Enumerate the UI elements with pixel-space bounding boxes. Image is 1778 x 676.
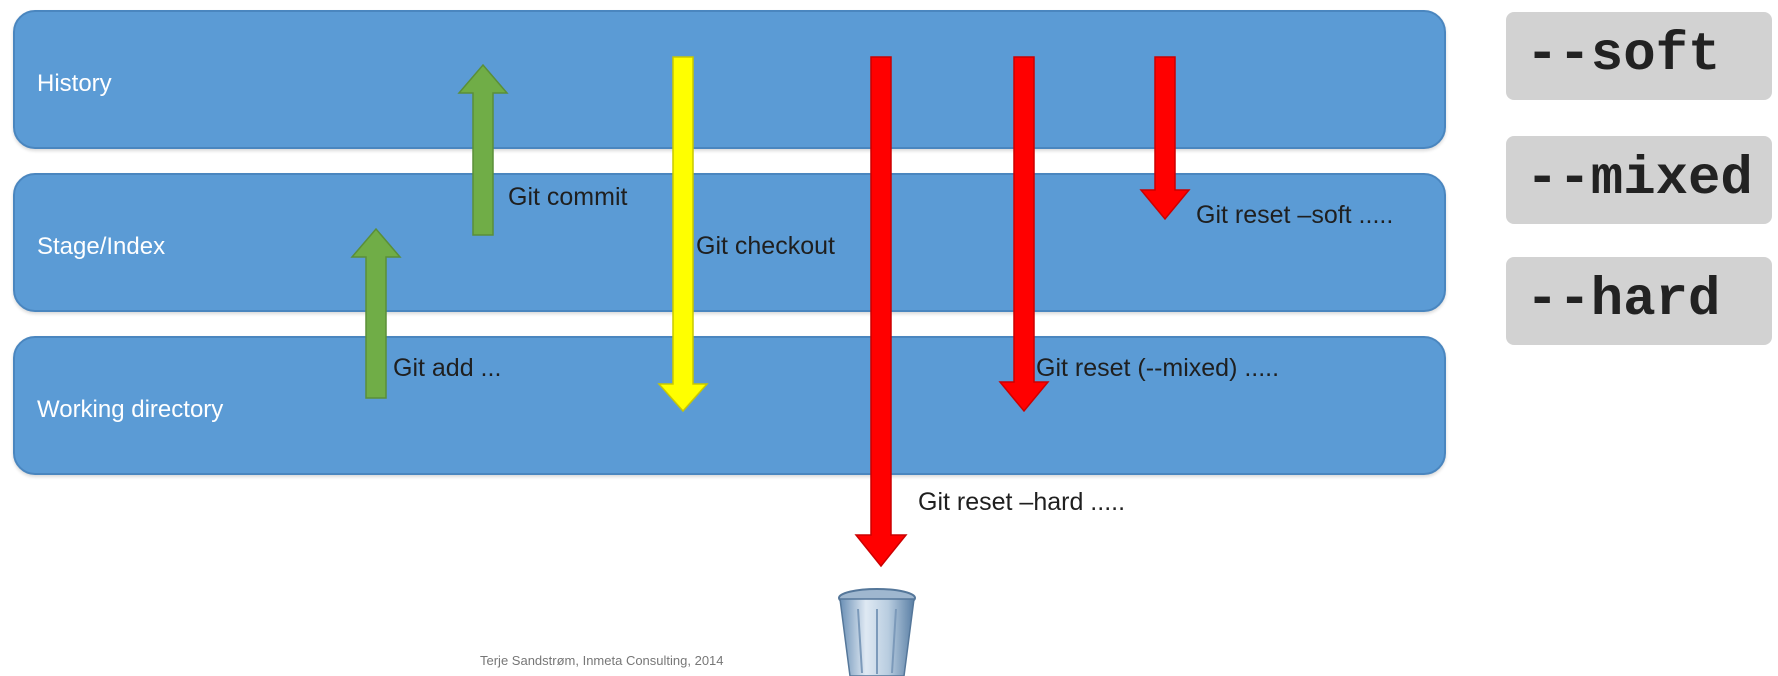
mode-mixed-box: --mixed (1506, 136, 1772, 224)
git-reset-mixed-label: Git reset (--mixed) ..... (1036, 354, 1280, 382)
history-label: History (37, 70, 112, 97)
git-checkout-arrow (657, 56, 709, 413)
git-reset-mixed-arrow (998, 56, 1050, 413)
mode-hard-box: --hard (1506, 257, 1772, 345)
credit-text: Terje Sandstrøm, Inmeta Consulting, 2014 (480, 653, 724, 668)
git-commit-label: Git commit (508, 183, 628, 211)
stage-index-label: Stage/Index (37, 233, 166, 260)
git-reset-hard-arrow (854, 56, 908, 568)
git-add-label: Git add ... (393, 354, 502, 382)
working-directory-label: Working directory (37, 396, 224, 423)
git-reset-soft-label: Git reset –soft ..... (1196, 201, 1394, 229)
git-add-arrow (350, 227, 402, 399)
git-reset-hard-label: Git reset –hard ..... (918, 488, 1126, 516)
git-commit-arrow (457, 63, 509, 236)
mode-soft-box: --soft (1506, 12, 1772, 100)
stage-index-layer: Stage/Index (13, 173, 1446, 312)
working-directory-layer: Working directory (13, 336, 1446, 475)
git-checkout-label: Git checkout (696, 232, 835, 260)
trash-can-icon (838, 588, 916, 676)
git-reset-soft-arrow (1139, 56, 1191, 221)
history-layer: History (13, 10, 1446, 149)
